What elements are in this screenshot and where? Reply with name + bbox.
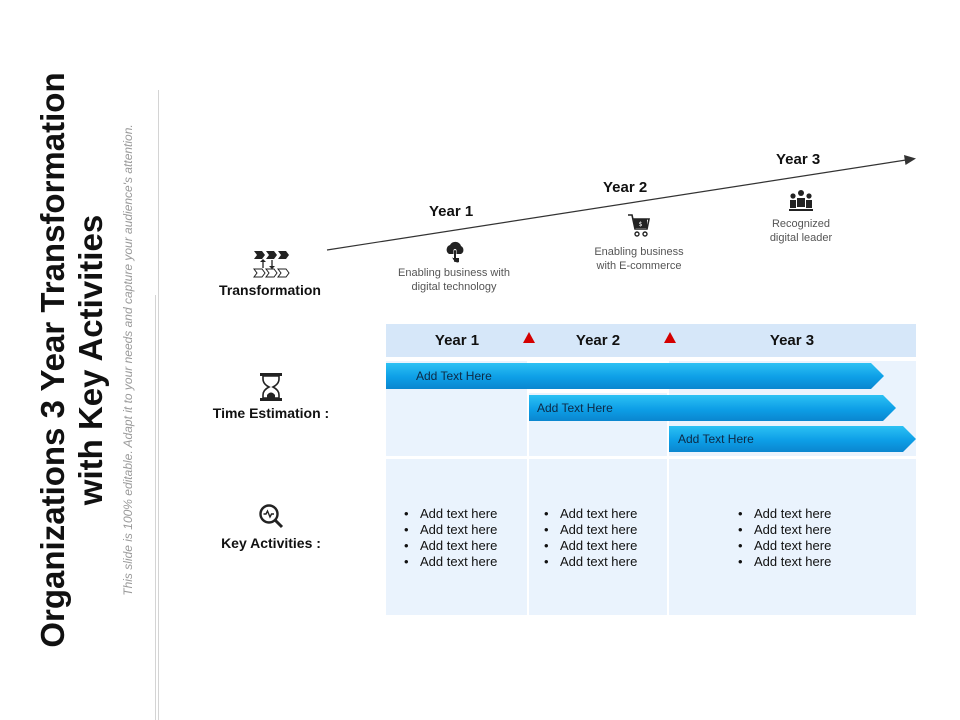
list-item: Add text here <box>542 554 637 570</box>
hourglass-icon <box>259 372 283 402</box>
activities-list-year-1: Add text here Add text here Add text her… <box>402 506 497 570</box>
list-item: Add text here <box>736 522 831 538</box>
milestone-desc-3: Recognized digital leader <box>745 217 857 245</box>
key-activities-label: Key Activities : <box>221 535 321 551</box>
milestone-desc-3-line1: Recognized <box>771 218 831 230</box>
list-item: Add text here <box>402 522 497 538</box>
process-steps-icon <box>253 250 291 278</box>
divider-line <box>158 90 159 720</box>
milestone-year-3: Year 3 <box>776 151 821 168</box>
activities-list-year-3: Add text here Add text here Add text her… <box>736 506 831 570</box>
year-marker-triangle-1 <box>523 332 535 343</box>
milestone-desc-2-line2: with E-commerce <box>596 260 682 272</box>
header-year-3: Year 3 <box>769 332 815 349</box>
divider-line-inner <box>155 295 156 720</box>
activities-list-year-2: Add text here Add text here Add text her… <box>542 506 637 570</box>
list-item: Add text here <box>402 506 497 522</box>
header-year-2: Year 2 <box>575 332 621 349</box>
list-item: Add text here <box>542 538 637 554</box>
table-header: Year 1 Year 2 Year 3 <box>386 324 916 357</box>
team-icon <box>788 189 814 213</box>
header-year-1: Year 1 <box>434 332 480 349</box>
time-estimation-label: Time Estimation : <box>212 405 330 421</box>
timeline-arrow <box>326 155 916 251</box>
milestone-desc-1-line2: digital technology <box>411 281 497 293</box>
list-item: Add text here <box>542 522 637 538</box>
shopping-cart-icon: $ <box>627 213 651 239</box>
list-item: Add text here <box>736 506 831 522</box>
list-item: Add text here <box>736 538 831 554</box>
milestone-desc-1-line1: Enabling business with <box>398 267 510 279</box>
touch-cloud-icon <box>443 240 467 264</box>
milestone-desc-3-line2: digital leader <box>769 232 833 244</box>
transformation-label: Transformation <box>219 282 321 298</box>
milestone-desc-2: Enabling business with E-commerce <box>575 245 703 273</box>
milestone-desc-2-line1: Enabling business <box>594 246 684 258</box>
list-item: Add text here <box>402 538 497 554</box>
milestone-desc-1: Enabling business with digital technolog… <box>380 266 528 294</box>
duration-bar-2[interactable]: Add Text Here <box>529 395 896 421</box>
milestone-year-1: Year 1 <box>429 203 474 220</box>
list-item: Add text here <box>402 554 497 570</box>
year-marker-triangle-2 <box>664 332 676 343</box>
duration-bar-3[interactable]: Add Text Here <box>669 426 916 452</box>
milestone-year-2: Year 2 <box>603 179 648 196</box>
duration-bar-1[interactable]: Add Text Here <box>386 363 884 389</box>
list-item: Add text here <box>542 506 637 522</box>
svg-text:$: $ <box>639 221 643 228</box>
magnifier-icon <box>258 503 284 529</box>
list-item: Add text here <box>736 554 831 570</box>
